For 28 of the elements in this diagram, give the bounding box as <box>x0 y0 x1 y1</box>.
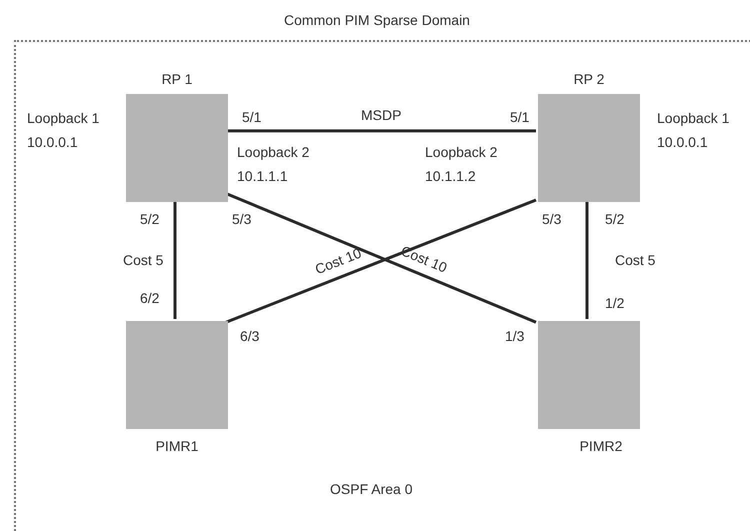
port-label: 5/2 <box>605 210 624 228</box>
port-label: 1/2 <box>605 294 624 312</box>
router-name: PIMR1 <box>154 437 200 455</box>
domain-title: Common PIM Sparse Domain <box>283 11 471 29</box>
port-label: 5/1 <box>510 108 530 126</box>
loopback-address: Loopback 1 10.0.0.1 <box>27 109 100 152</box>
port-label: 5/2 <box>140 210 160 228</box>
router-name: PIMR2 <box>578 437 624 455</box>
edge-label: Cost 5 <box>615 250 656 268</box>
router-name: RP 2 <box>572 70 606 88</box>
link-line <box>586 200 588 319</box>
edge-label: Cost 5 <box>123 250 164 268</box>
port-label: 1/3 <box>505 327 524 345</box>
edge-label: Cost 10 <box>398 240 450 276</box>
area-label: OSPF Area 0 <box>330 480 412 498</box>
loopback-address: Loopback 2 10.1.1.2 <box>425 143 498 186</box>
loopback-address: Loopback 2 10.1.1.1 <box>237 143 310 186</box>
port-label: 5/3 <box>542 210 562 228</box>
port-label: 6/2 <box>140 289 160 307</box>
port-label: 5/3 <box>232 210 252 228</box>
link-line <box>226 129 536 132</box>
link-line <box>174 200 176 319</box>
edge-label: MSDP <box>361 106 402 124</box>
router-name: RP 1 <box>160 70 194 88</box>
port-label: 5/1 <box>242 108 262 126</box>
port-label: 6/3 <box>240 327 260 345</box>
edge-label: Cost 10 <box>312 244 364 278</box>
loopback-address: Loopback 1 10.0.0.1 <box>657 109 730 152</box>
